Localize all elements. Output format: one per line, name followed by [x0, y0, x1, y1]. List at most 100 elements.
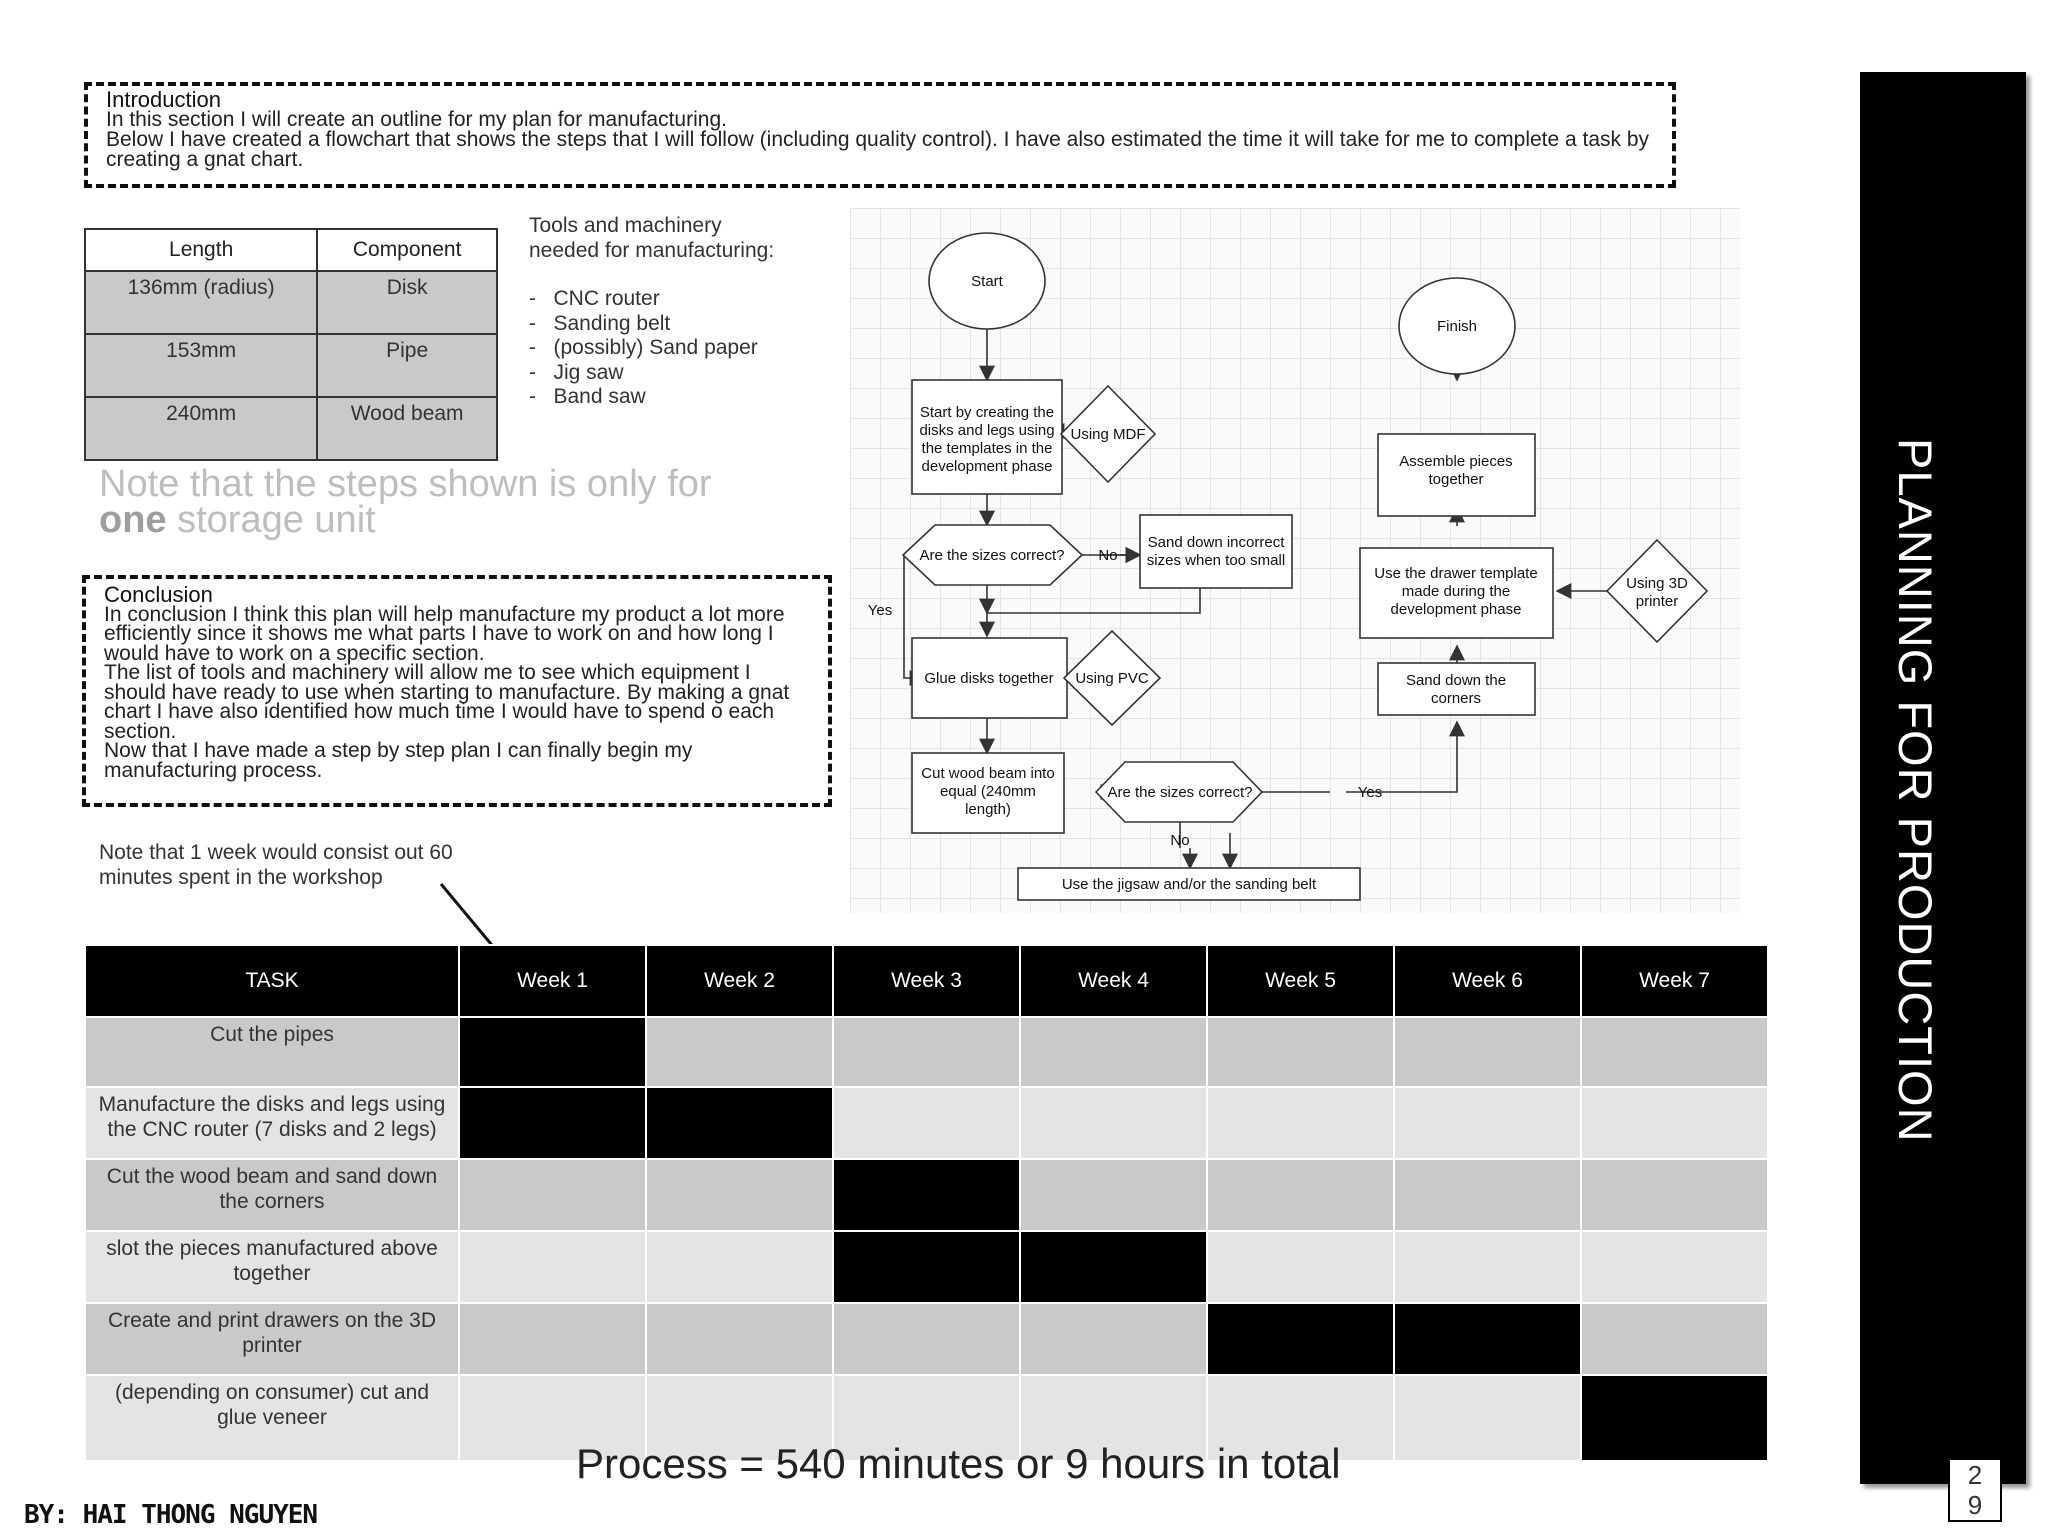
sand-incorrect-line-2: sizes when too small: [1147, 552, 1285, 569]
week-cell: [1019, 1302, 1208, 1376]
conclusion-paragraph-1: In conclusion I think this plan will hel…: [104, 602, 785, 665]
task-cell: Cut the wood beam and sand down the corn…: [84, 1158, 460, 1232]
week-cell: [1019, 1158, 1208, 1232]
finish-label: Finish: [1437, 318, 1477, 335]
drawer-line-2: made during the: [1402, 583, 1510, 600]
assemble-line-1: Assemble pieces: [1399, 453, 1512, 470]
components-table: Length Component 136mm (radius) Disk 153…: [83, 228, 498, 461]
drawer-line-1: Use the drawer template: [1374, 565, 1537, 582]
decision-1-label: Are the sizes correct?: [919, 547, 1064, 564]
table-row: 136mm (radius) Disk: [83, 270, 498, 335]
tools-list: Tools and machinery needed for manufactu…: [529, 214, 774, 410]
using-mdf-label: Using MDF: [1070, 426, 1145, 443]
decision-2-label: Are the sizes correct?: [1107, 784, 1252, 801]
step-create-line-3: the templates in the: [922, 440, 1053, 457]
week-cell: [1393, 1158, 1582, 1232]
step-drawer-template: [1359, 547, 1554, 639]
introduction-line-2: Below I have created a flowchart that sh…: [106, 128, 1650, 171]
week-cell: [645, 1016, 834, 1088]
yes-label-1: Yes: [868, 602, 892, 619]
using-pvc-label: Using PVC: [1075, 670, 1149, 687]
scheduled-week-cell: [458, 1016, 647, 1088]
task-cell: Manufacture the disks and legs using the…: [84, 1086, 460, 1160]
task-cell: Cut the pipes: [84, 1016, 460, 1088]
no-label-2: No: [1170, 832, 1189, 849]
step-sand-corners: [1377, 662, 1536, 716]
task-cell: (depending on consumer) cut and glue ven…: [84, 1374, 460, 1462]
sand-corners-line-2: corners: [1431, 690, 1481, 707]
column-header-week-3: Week 3: [832, 944, 1021, 1018]
list-item: CNC router: [529, 287, 774, 312]
week-cell: [1393, 1086, 1582, 1160]
finish-terminal: [1398, 277, 1516, 375]
component-cell: Pipe: [316, 333, 498, 398]
step-create-line-4: development phase: [922, 458, 1053, 475]
introduction-box: Introduction In this section I will crea…: [84, 82, 1676, 188]
decision-sizes-correct-1: [901, 524, 1084, 586]
step-sand-incorrect: [1139, 514, 1293, 589]
step-glue-disks: [911, 637, 1068, 719]
column-header-component: Component: [316, 228, 498, 272]
jigsaw-label: Use the jigsaw and/or the sanding belt: [1062, 876, 1317, 893]
week-cell: [1580, 1016, 1769, 1088]
column-header-week-2: Week 2: [645, 944, 834, 1018]
week-cell: [1393, 1016, 1582, 1088]
steps-note-text: Note that the steps shown is only for: [99, 463, 712, 505]
week-note: Note that 1 week would consist out 60 mi…: [99, 841, 453, 889]
component-cell: Disk: [316, 270, 498, 335]
table-row: slot the pieces manufactured above toget…: [84, 1230, 1769, 1304]
step-create-disks-legs: [911, 379, 1063, 495]
week-cell: [1206, 1230, 1395, 1304]
week-cell: [1019, 1016, 1208, 1088]
author-byline: BY: HAI THONG NGUYEN: [24, 1500, 318, 1530]
tools-title-line-2: needed for manufacturing:: [529, 238, 775, 262]
week-cell: [832, 1302, 1021, 1376]
conclusion-paragraph-2: The list of tools and machinery will all…: [104, 661, 790, 743]
column-header-week-4: Week 4: [1019, 944, 1208, 1018]
week-cell: [458, 1302, 647, 1376]
page-number: 2 9: [1948, 1458, 2002, 1522]
scheduled-week-cell: [1019, 1230, 1208, 1304]
length-cell: 136mm (radius): [83, 270, 319, 335]
week-cell: [458, 1230, 647, 1304]
table-row: Cut the pipes: [84, 1016, 1769, 1088]
no-label-1: No: [1098, 547, 1117, 564]
introduction-heading: Introduction: [106, 87, 221, 112]
table-row: 240mm Wood beam: [83, 396, 498, 461]
week-cell: [832, 1086, 1021, 1160]
task-cell: slot the pieces manufactured above toget…: [84, 1230, 460, 1304]
week-cell: [832, 1374, 1021, 1462]
step-create-line-2: disks and legs using: [919, 422, 1054, 439]
table-row: Create and print drawers on the 3D print…: [84, 1302, 1769, 1376]
section-title: PLANNING FOR PRODUCTION: [1889, 438, 1942, 1143]
scheduled-week-cell: [1393, 1302, 1582, 1376]
week-cell: [832, 1016, 1021, 1088]
week-cell: [645, 1158, 834, 1232]
using-3d-line-2: printer: [1636, 593, 1679, 610]
using-mdf-diamond: [1059, 384, 1157, 484]
process-total: Process = 540 minutes or 9 hours in tota…: [576, 1440, 1341, 1487]
conclusion-box: Conclusion In conclusion I think this pl…: [82, 575, 832, 807]
length-cell: 153mm: [83, 333, 319, 398]
step-cut-wood-beam: [911, 752, 1065, 834]
drawer-line-3: development phase: [1391, 601, 1522, 618]
start-terminal: [928, 232, 1046, 330]
assemble-line-2: together: [1428, 471, 1483, 488]
week-cell: [1206, 1158, 1395, 1232]
week-cell: [1206, 1374, 1395, 1462]
week-cell: [1019, 1374, 1208, 1462]
table-row: Manufacture the disks and legs using the…: [84, 1086, 1769, 1160]
week-cell: [1206, 1086, 1395, 1160]
page-number-digit-2: 9: [1967, 1490, 1983, 1520]
week-cell: [458, 1158, 647, 1232]
introduction-line-1: In this section I will create an outline…: [106, 108, 727, 131]
list-item: (possibly) Sand paper: [529, 336, 774, 361]
flowchart-svg: Start Finish Start by creating the disks…: [868, 232, 1709, 901]
yes-label-2: Yes: [1358, 784, 1382, 801]
step-use-jigsaw: [1017, 867, 1361, 901]
table-row: Cut the wood beam and sand down the corn…: [84, 1158, 1769, 1232]
page-number-digit-1: 2: [1967, 1460, 1983, 1490]
scheduled-week-cell: [1580, 1374, 1769, 1462]
column-header-task: TASK: [84, 944, 460, 1018]
cut-wood-line-1: Cut wood beam into: [921, 765, 1054, 782]
